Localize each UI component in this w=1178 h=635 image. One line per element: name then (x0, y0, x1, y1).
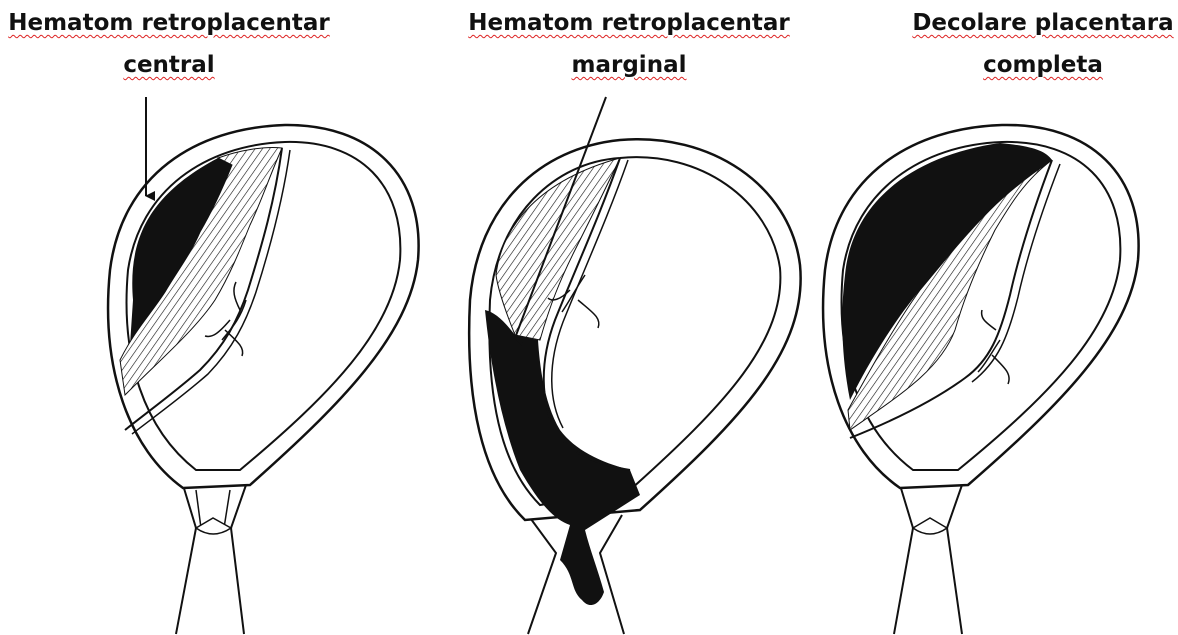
uterus-central-hematoma (108, 97, 419, 634)
uterus-marginal-hematoma (469, 97, 800, 634)
uterus-complete-abruption (823, 125, 1139, 634)
